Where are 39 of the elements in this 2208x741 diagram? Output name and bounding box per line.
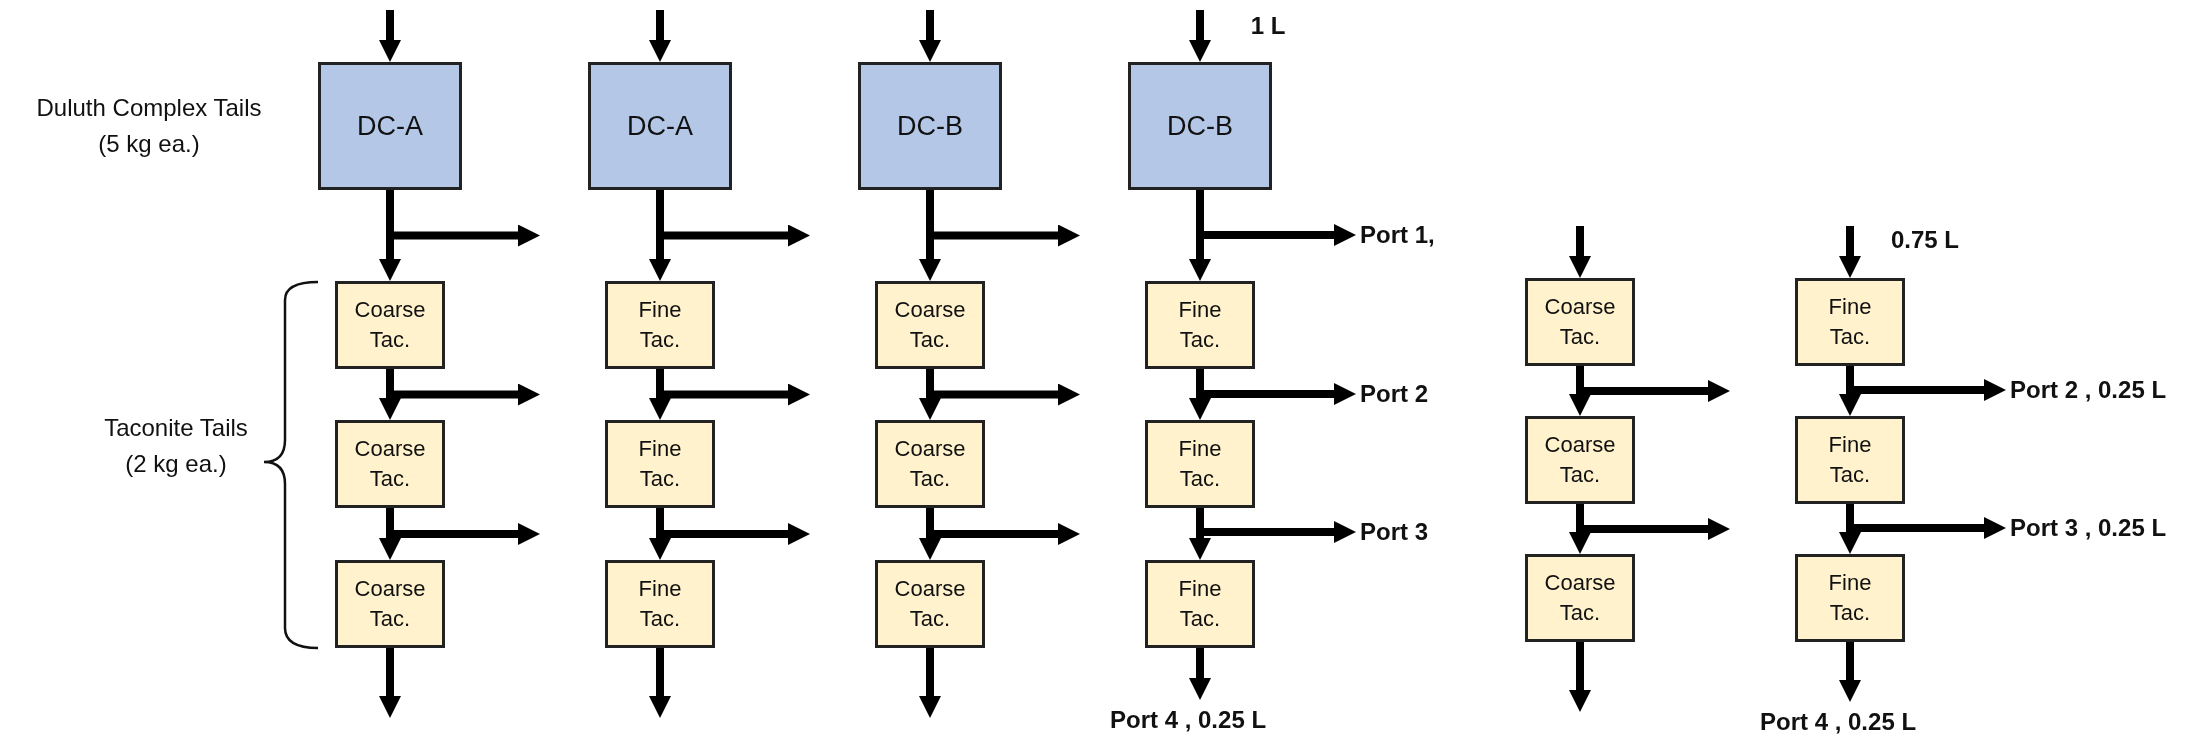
arrow — [919, 648, 941, 718]
arrow — [649, 648, 671, 718]
port-label: Port 3 — [1360, 516, 1428, 548]
process-box: Coarse Tac. — [1525, 554, 1635, 642]
arrow — [1839, 642, 1861, 702]
process-box: DC-A — [318, 62, 462, 190]
process-box: Fine Tac. — [605, 281, 715, 369]
process-box: DC-B — [1128, 62, 1272, 190]
group-label: Duluth Complex Tails (5 kg ea.) — [35, 93, 263, 159]
port-label: Port 2 , 0.25 L — [2010, 374, 2167, 406]
group-label: Taconite Tails (2 kg ea.) — [103, 413, 249, 479]
process-box: Coarse Tac. — [1525, 278, 1635, 366]
port-label: Port 4 , 0.25 L — [1760, 706, 1917, 738]
process-box: Coarse Tac. — [1525, 416, 1635, 504]
process-box: DC-B — [858, 62, 1002, 190]
process-box: Fine Tac. — [605, 560, 715, 648]
process-box: Fine Tac. — [1795, 554, 1905, 642]
process-box: Fine Tac. — [1145, 560, 1255, 648]
process-box: Fine Tac. — [1145, 281, 1255, 369]
port-label: Port 4 , 0.25 L — [1110, 704, 1267, 736]
volume-label: 0.75 L — [1889, 225, 1960, 255]
port-label: Port 1, — [1360, 219, 1435, 251]
arrow — [379, 648, 401, 718]
process-box: DC-A — [588, 62, 732, 190]
process-box: Coarse Tac. — [335, 281, 445, 369]
process-box: Fine Tac. — [1795, 416, 1905, 504]
process-box: Coarse Tac. — [335, 560, 445, 648]
process-box: Coarse Tac. — [875, 560, 985, 648]
port-label: Port 3 , 0.25 L — [2010, 512, 2167, 544]
arrow — [1569, 642, 1591, 712]
process-box: Coarse Tac. — [875, 420, 985, 508]
process-box: Fine Tac. — [1145, 420, 1255, 508]
port-label: Port 2 — [1360, 378, 1428, 410]
process-box: Coarse Tac. — [875, 281, 985, 369]
process-box: Fine Tac. — [1795, 278, 1905, 366]
arrow — [1189, 648, 1211, 700]
process-box: Coarse Tac. — [335, 420, 445, 508]
volume-label: 1 L — [1249, 11, 1287, 41]
process-box: Fine Tac. — [605, 420, 715, 508]
